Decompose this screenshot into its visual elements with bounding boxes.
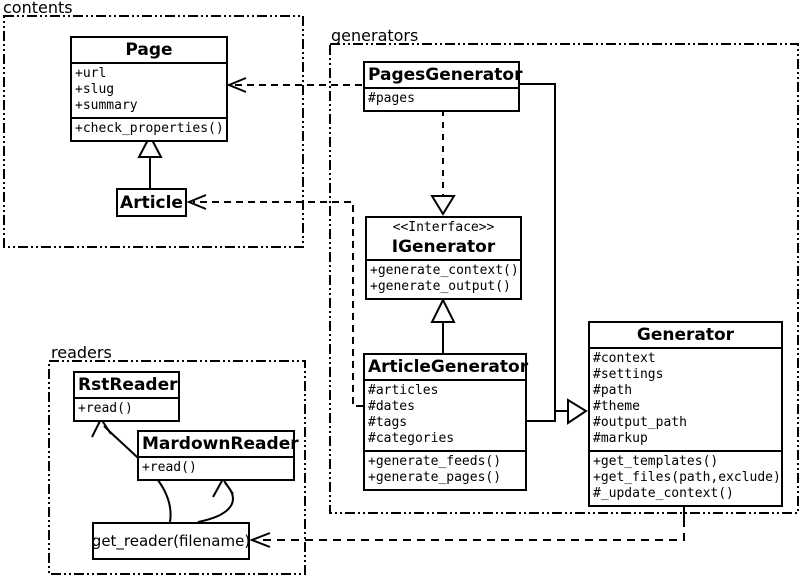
class-generator-attributes: #context #settings #path #theme #output_… (590, 347, 781, 450)
attribute: #markup (593, 431, 648, 446)
method: +read() (78, 401, 133, 416)
package-label-contents: contents (3, 0, 73, 17)
class-generator-name: Generator (636, 325, 735, 345)
class-page-name: Page (125, 40, 173, 60)
attribute: +summary (75, 98, 138, 113)
class-generator-methods: +get_templates() +get_files(path,exclude… (590, 450, 781, 505)
method: +generate_context() (370, 263, 519, 278)
dependency-generator-getreader-arrowhead (249, 532, 271, 548)
dependency-pagesgenerator-page-arrowhead (226, 77, 247, 93)
class-rst-reader: RstReader +read() (73, 371, 180, 422)
class-pages-generator: PagesGenerator #pages (363, 61, 523, 112)
class-page: Page +url +slug +summary +check_properti… (70, 36, 228, 142)
attribute: +slug (75, 82, 115, 97)
method: +generate_output() (370, 279, 511, 294)
attribute: #settings (593, 367, 664, 382)
package-label-generators: generators (331, 26, 419, 45)
class-igenerator: <<Interface>> IGenerator +generate_conte… (365, 216, 522, 300)
attribute: #pages (368, 91, 415, 106)
method: #_update_context() (593, 486, 734, 501)
attribute: #context (593, 351, 656, 366)
class-article-generator-attributes: #articles #dates #tags #categories (365, 379, 525, 450)
class-rst-reader-name: RstReader (78, 375, 178, 395)
class-igenerator-name: IGenerator (391, 237, 496, 257)
dependency-generator-getreader-line (257, 519, 685, 541)
inheritance-generator-triangle (567, 398, 588, 425)
inheritance-articlegenerator-igenerator-triangle (430, 297, 456, 323)
attribute: #dates (368, 399, 415, 414)
method: +read() (142, 460, 197, 475)
attribute: #theme (593, 399, 640, 414)
arrow-getreader-mardownreader-curve (197, 482, 234, 523)
realization-pagesgenerator-igenerator-triangle (430, 195, 456, 216)
attribute: #articles (368, 383, 439, 398)
package-contents-border (3, 15, 304, 248)
package-generators-border (329, 43, 799, 514)
attribute: #path (593, 383, 633, 398)
class-page-methods: +check_properties() (72, 117, 226, 140)
package-label-readers: readers (51, 343, 112, 362)
class-mardown-reader: MardownReader +read() (137, 430, 299, 481)
class-article-generator-methods: +generate_feeds() +generate_pages() (365, 450, 525, 489)
class-article-generator: ArticleGenerator #articles #dates #tags … (363, 353, 529, 491)
method: +get_templates() (593, 454, 719, 469)
attribute: +url (75, 66, 107, 81)
class-page-attributes: +url +slug +summary (72, 62, 226, 117)
dependency-articlegenerator-article-line (193, 201, 363, 407)
class-article-name: Article (120, 192, 183, 213)
attribute: #categories (368, 431, 455, 446)
class-generator: Generator #context #settings #path #them… (588, 321, 783, 507)
class-mardown-reader-name: MardownReader (142, 434, 299, 454)
function-get-reader: get_reader(filename) (92, 522, 250, 560)
method: +get_files(path,exclude) (593, 470, 781, 485)
class-pages-generator-attributes: #pages (365, 87, 518, 110)
class-igenerator-methods: +generate_context() +generate_output() (367, 259, 520, 298)
method: +generate_feeds() (368, 454, 502, 469)
package-readers-border (48, 360, 306, 575)
class-rst-reader-methods: +read() (75, 397, 178, 420)
function-get-reader-label: get_reader(filename) (91, 532, 251, 550)
inheritance-pagesgenerator-generator-line (520, 83, 556, 422)
class-article-generator-name: ArticleGenerator (368, 357, 529, 377)
attribute: #output_path (593, 415, 687, 430)
class-pages-generator-name: PagesGenerator (368, 65, 523, 85)
class-igenerator-stereotype: <<Interface>> (392, 220, 495, 235)
method: +generate_pages() (368, 470, 502, 485)
arrow-getreader-mardownreader-arrowhead (212, 477, 234, 498)
class-article: Article (116, 188, 187, 217)
attribute: #tags (368, 415, 408, 430)
method: +check_properties() (75, 121, 224, 136)
dependency-articlegenerator-article-arrowhead (186, 194, 207, 210)
class-mardown-reader-methods: +read() (139, 456, 293, 479)
inheritance-article-page-triangle (137, 133, 163, 158)
